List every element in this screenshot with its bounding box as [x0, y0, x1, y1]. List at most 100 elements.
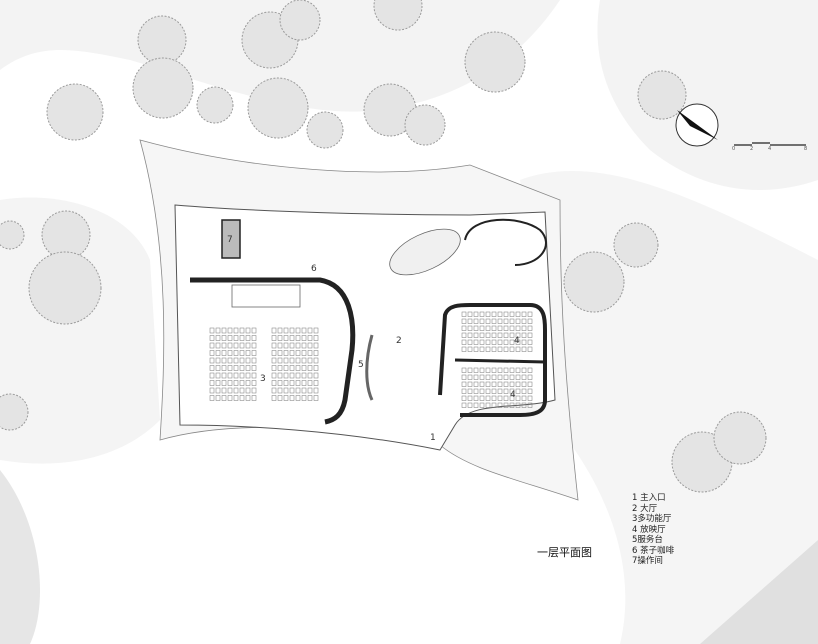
- seat: [509, 395, 515, 401]
- seat: [485, 388, 491, 394]
- seat: [461, 325, 467, 331]
- seat: [497, 374, 503, 380]
- room-number-7: 7: [227, 235, 233, 245]
- seat: [491, 395, 497, 401]
- seat: [209, 365, 215, 371]
- seat: [473, 318, 479, 324]
- seat: [313, 395, 319, 401]
- seat: [485, 311, 491, 317]
- seat: [227, 327, 233, 334]
- seat: [295, 357, 301, 364]
- seat: [295, 395, 301, 401]
- seat: [461, 367, 467, 373]
- seat: [473, 402, 479, 408]
- seat: [277, 372, 283, 379]
- seat: [271, 395, 277, 401]
- seat: [227, 357, 233, 364]
- seat: [467, 402, 473, 408]
- seat: [245, 387, 251, 394]
- seat: [485, 402, 491, 408]
- seat: [295, 335, 301, 341]
- seat: [527, 311, 533, 317]
- scale-tick-4: 4: [768, 146, 772, 152]
- seat: [313, 335, 319, 341]
- seat: [301, 372, 307, 379]
- seat: [209, 342, 215, 349]
- legend-item: 2 大厅: [632, 503, 658, 514]
- room-number-3: 3: [260, 374, 266, 384]
- seat: [277, 387, 283, 394]
- seat: [491, 388, 497, 394]
- seat: [473, 381, 479, 387]
- seat: [509, 374, 515, 380]
- drawing-title: 一层平面图: [537, 546, 592, 559]
- seat: [491, 332, 497, 338]
- seat: [521, 325, 527, 331]
- seat: [209, 372, 215, 379]
- seat: [289, 327, 295, 334]
- scale-tick-8: 8: [804, 146, 808, 152]
- building-footprint: [174, 204, 556, 451]
- room-number-1: 1: [430, 433, 436, 443]
- seat: [313, 365, 319, 371]
- seat: [479, 318, 485, 324]
- seat: [221, 387, 227, 394]
- service-counter: [365, 334, 374, 401]
- seat: [491, 339, 497, 345]
- seat: [473, 346, 479, 352]
- seat: [251, 342, 257, 349]
- seat: [527, 346, 533, 352]
- seat: [251, 327, 257, 334]
- seat: [271, 372, 277, 379]
- seat: [301, 342, 307, 349]
- cinema-wall: [438, 303, 547, 417]
- seat: [503, 325, 509, 331]
- seat: [515, 311, 521, 317]
- seat: [251, 350, 257, 356]
- seat: [521, 388, 527, 394]
- north-arrow-icon: [677, 110, 718, 140]
- seat: [485, 367, 491, 373]
- seat: [497, 311, 503, 317]
- seat: [497, 381, 503, 387]
- seat: [221, 335, 227, 341]
- seat: [479, 325, 485, 331]
- seat: [271, 365, 277, 371]
- trees: [0, 0, 767, 493]
- seat: [485, 339, 491, 345]
- seat: [473, 367, 479, 373]
- seat: [245, 365, 251, 371]
- seat: [283, 335, 289, 341]
- seat: [503, 318, 509, 324]
- seat: [251, 380, 257, 386]
- seat: [479, 388, 485, 394]
- seat: [521, 311, 527, 317]
- seat: [467, 374, 473, 380]
- seat: [307, 342, 313, 349]
- seat: [497, 318, 503, 324]
- seat: [467, 318, 473, 324]
- seat: [497, 346, 503, 352]
- seat: [307, 395, 313, 401]
- room-number-4b: 4: [510, 390, 516, 400]
- seat: [509, 311, 515, 317]
- seat: [521, 402, 527, 408]
- tree: [713, 411, 767, 465]
- seat: [467, 381, 473, 387]
- seat: [295, 342, 301, 349]
- seat: [497, 402, 503, 408]
- legend-item: 5服务台: [632, 535, 663, 545]
- seat: [215, 372, 221, 379]
- seat: [527, 332, 533, 338]
- seat: [245, 372, 251, 379]
- seat: [233, 387, 239, 394]
- tree: [28, 251, 102, 325]
- tree: [46, 83, 104, 141]
- seat: [503, 395, 509, 401]
- seat: [209, 327, 215, 334]
- seat: [251, 387, 257, 394]
- seat: [277, 342, 283, 349]
- seat: [215, 350, 221, 356]
- seat: [313, 387, 319, 394]
- seat: [485, 318, 491, 324]
